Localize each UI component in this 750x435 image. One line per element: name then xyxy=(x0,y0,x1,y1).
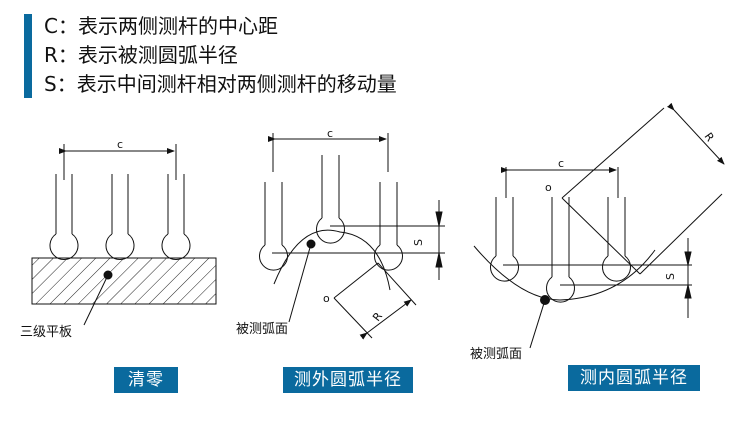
callout-leader xyxy=(529,299,546,349)
r-dimension-line xyxy=(359,299,412,340)
callout-surface-plate: 三级平板 xyxy=(20,325,72,340)
r-extension-1 xyxy=(333,297,373,339)
probe-right xyxy=(602,197,631,282)
label-r-outer: R xyxy=(370,310,385,324)
diagram-outer xyxy=(259,133,445,340)
callout-leader xyxy=(288,243,312,323)
measure-inner-arc-button[interactable]: 测内圆弧半径 xyxy=(568,365,700,391)
legend-accent-bar xyxy=(24,14,32,98)
surface-plate xyxy=(31,257,217,305)
r-extension-1 xyxy=(561,107,665,199)
zero-button[interactable]: 清零 xyxy=(114,367,178,393)
probe-left xyxy=(259,182,288,271)
diagram-zero xyxy=(31,144,217,326)
label-o-outer: o xyxy=(323,292,330,305)
label-c-zero: c xyxy=(117,138,123,151)
label-o-inner: o xyxy=(545,181,552,194)
probe-right xyxy=(161,174,191,260)
r-radius-line xyxy=(561,197,641,275)
r-dimension-line xyxy=(667,102,725,165)
label-s-outer: S xyxy=(412,239,425,246)
measured-arc xyxy=(473,245,656,301)
legend-line-r: R：表示被测圆弧半径 xyxy=(44,43,238,67)
legend-line-c: C：表示两侧测杆的中心距 xyxy=(44,14,278,38)
label-c-outer: c xyxy=(327,127,333,140)
r-extension-2 xyxy=(377,262,417,306)
callout-measured-arc-inner: 被测弧面 xyxy=(470,347,522,362)
legend-line-s: S：表示中间测杆相对两侧测杆的移动量 xyxy=(44,72,397,96)
probe-middle xyxy=(546,197,575,303)
measured-arc xyxy=(273,229,391,291)
callout-leader xyxy=(83,274,109,326)
label-c-inner: c xyxy=(558,157,564,170)
probe-middle xyxy=(105,174,135,260)
callout-measured-arc-outer: 被测弧面 xyxy=(236,322,288,337)
measure-outer-arc-button[interactable]: 测外圆弧半径 xyxy=(283,367,413,393)
r-extension-2 xyxy=(639,193,723,275)
r-radius-line xyxy=(333,262,379,299)
probe-left xyxy=(49,174,79,260)
label-s-inner: S xyxy=(664,273,677,280)
legend: C：表示两侧测杆的中心距 R：表示被测圆弧半径 S：表示中间测杆相对两侧测杆的移… xyxy=(44,12,397,99)
diagram-inner xyxy=(473,102,725,349)
